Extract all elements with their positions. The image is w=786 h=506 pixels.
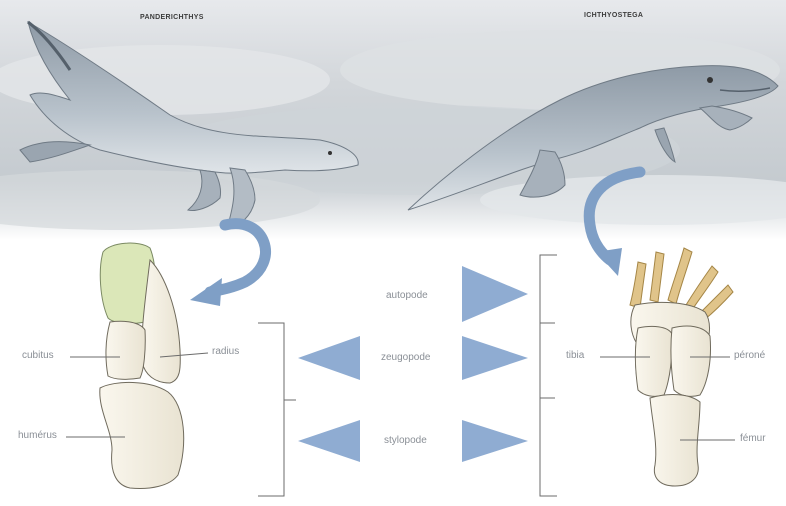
label-tibia: tibia bbox=[566, 350, 584, 361]
arrow-left-zeugopode bbox=[298, 336, 360, 380]
title-panderichthys: PANDERICHTHYS bbox=[140, 14, 204, 21]
title-ichthyostega: ICHTHYOSTEGA bbox=[584, 12, 643, 19]
bracket-right bbox=[540, 255, 557, 496]
label-femur: fémur bbox=[740, 433, 766, 444]
right-limb-bones bbox=[630, 248, 733, 486]
label-cubitus: cubitus bbox=[22, 350, 54, 361]
label-stylopode: stylopode bbox=[384, 435, 427, 446]
label-zeugopode: zeugopode bbox=[381, 352, 431, 363]
arrow-right-autopode bbox=[462, 266, 528, 322]
label-perone: péroné bbox=[734, 350, 765, 361]
arrow-left-stylopode bbox=[298, 420, 360, 462]
label-autopode: autopode bbox=[386, 290, 428, 301]
arrow-right-stylopode bbox=[462, 420, 528, 462]
left-limb-bones bbox=[100, 243, 184, 488]
bracket-left bbox=[258, 323, 296, 496]
arrow-right-zeugopode bbox=[462, 336, 528, 380]
label-radius: radius bbox=[212, 346, 239, 357]
label-humerus: humérus bbox=[18, 430, 57, 441]
